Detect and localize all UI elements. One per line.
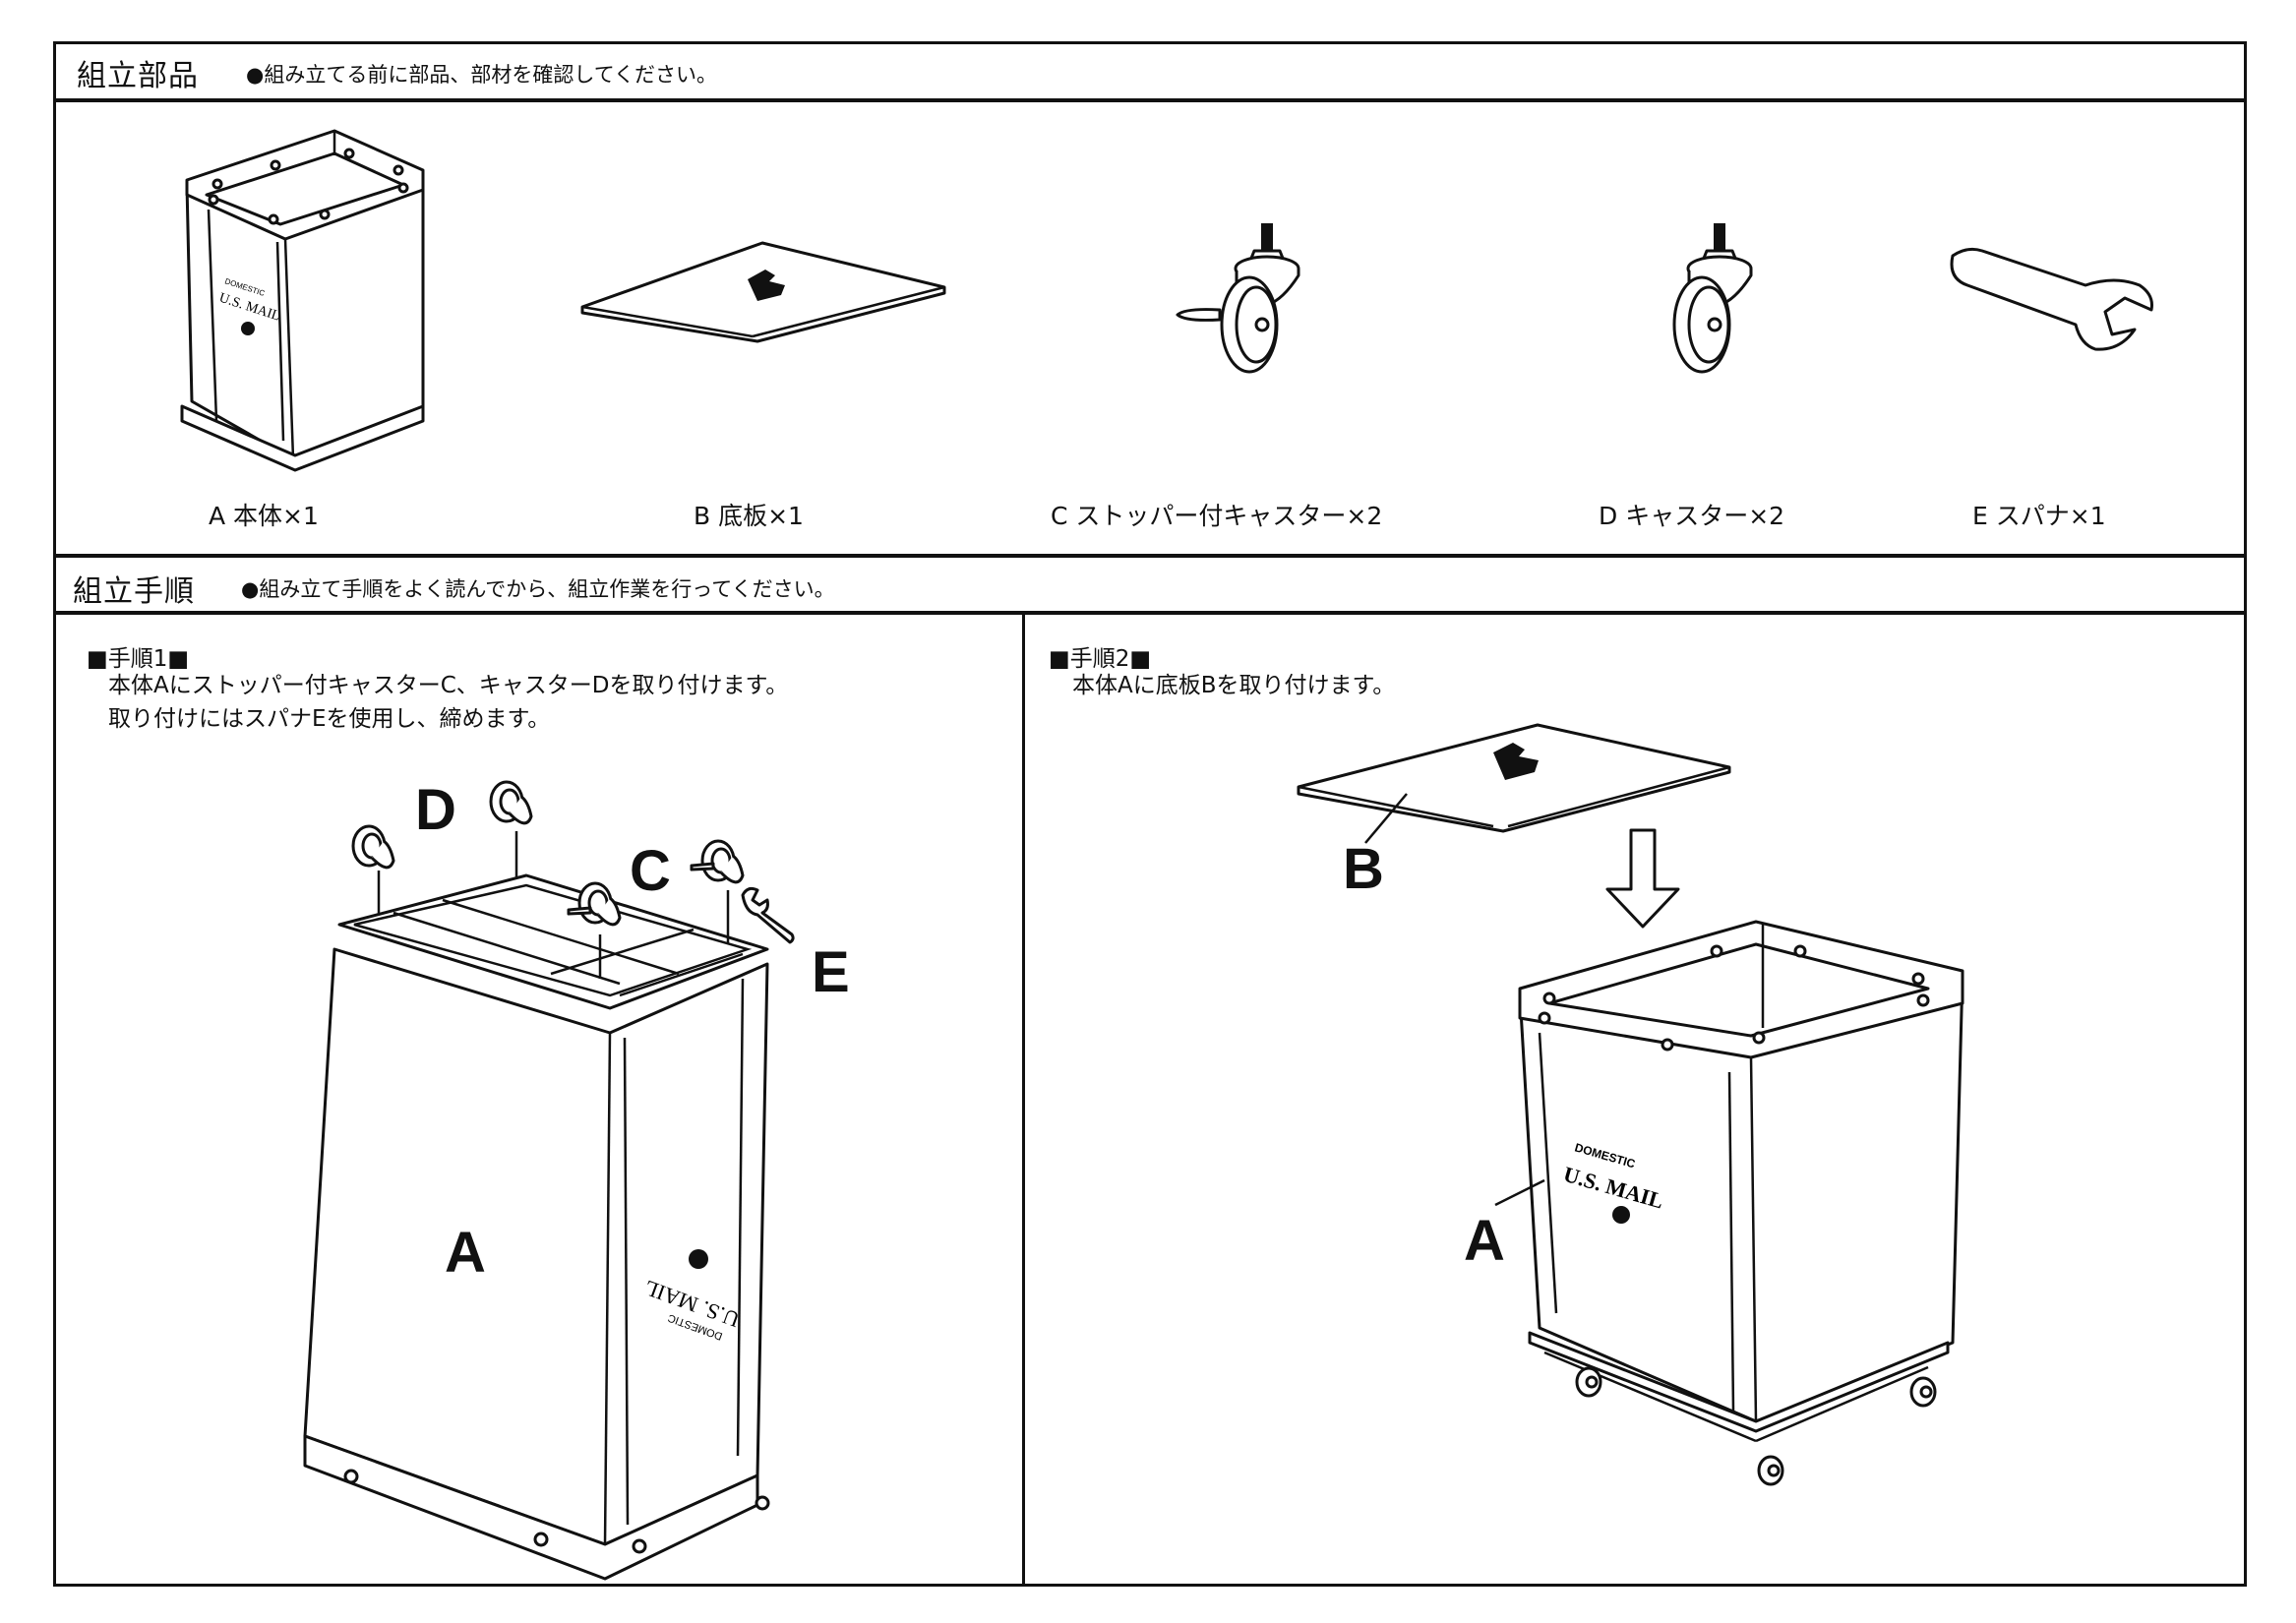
bin-opening <box>1547 942 1930 1038</box>
step-1-title: ■手順1■ <box>87 646 190 672</box>
part-e-wrench-illustration <box>1950 247 2153 351</box>
divider <box>53 554 2247 558</box>
down-arrow-icon <box>1605 828 1680 929</box>
bin-emblem <box>241 322 255 335</box>
part-b-board-illustration <box>580 241 946 343</box>
callout-b: B <box>1343 837 1384 901</box>
step-2-board-illustration <box>1297 723 1731 844</box>
callout-e: E <box>812 940 850 1004</box>
caster-bolt <box>1714 223 1725 251</box>
callout-d: D <box>415 778 456 842</box>
leader-line-b <box>1364 793 1408 844</box>
bin-emblem <box>689 1249 708 1269</box>
step-1-illustration: DOMESTIC U.S. MAIL <box>303 780 795 1581</box>
caster <box>1757 1455 1784 1486</box>
assembly-section-note: ●組み立て手順をよく読んでから、組立作業を行ってください。 <box>241 577 835 601</box>
assembly-section-title: 組立手順 <box>73 574 195 609</box>
part-label-b: B 底板×1 <box>694 502 804 530</box>
part-label-c: C ストッパー付キャスター×2 <box>1051 502 1383 530</box>
part-d-caster-illustration <box>1672 223 1753 374</box>
part-label-e: E スパナ×1 <box>1972 502 2106 530</box>
board-logo <box>1493 743 1539 780</box>
caster-d-2 <box>489 780 533 877</box>
page-frame <box>53 41 2247 1587</box>
bin-base-frame <box>180 404 425 472</box>
divider <box>53 98 2247 102</box>
parts-section-title: 組立部品 <box>77 59 199 93</box>
part-a-bin-illustration: DOMESTIC U.S. MAIL <box>180 129 425 472</box>
parts-section-note: ●組み立てる前に部品、部材を確認してください。 <box>246 63 718 87</box>
wrench-shape <box>1950 247 2153 351</box>
caster-d-1 <box>351 824 395 915</box>
bin-emblem <box>1612 1206 1630 1224</box>
caster-stopper-pedal <box>1176 308 1222 322</box>
step-2-title: ■手順2■ <box>1049 646 1152 672</box>
callout-a: A <box>445 1221 486 1285</box>
leader-line-a <box>1494 1178 1545 1207</box>
step-2-text: 本体Aに底板Bを取り付けます。 <box>1072 669 1395 702</box>
step-1-text: 本体Aにストッパー付キャスターC、キャスターDを取り付けます。 取り付けにはスパ… <box>108 669 788 736</box>
part-label-a: A 本体×1 <box>209 502 319 530</box>
step-1-line-1: 本体Aにストッパー付キャスターC、キャスターDを取り付けます。 <box>108 673 789 698</box>
callout-c: C <box>630 839 671 903</box>
inverted-bin-body <box>303 947 769 1546</box>
caster-c-1 <box>567 881 622 979</box>
divider <box>53 611 2247 615</box>
part-c-stopper-caster-illustration <box>1176 223 1300 374</box>
part-label-d: D キャスター×2 <box>1599 502 1785 530</box>
callout-a-step2: A <box>1464 1209 1505 1273</box>
board-plate <box>1297 723 1731 833</box>
caster-c-2 <box>690 839 745 944</box>
caster <box>1909 1376 1937 1408</box>
caster-bolt <box>1261 223 1273 251</box>
step-divider <box>1022 613 1025 1587</box>
step-2-line-1: 本体Aに底板Bを取り付けます。 <box>1072 673 1396 698</box>
caster <box>1575 1366 1602 1398</box>
base-frame <box>337 873 769 1010</box>
base-frame <box>1528 1331 1950 1433</box>
board-logo <box>748 270 785 301</box>
step-1-line-2: 取り付けにはスパナEを使用し、締めます。 <box>108 706 551 732</box>
wrench-e <box>741 886 795 944</box>
step-2-assembled-illustration: DOMESTIC U.S. MAIL <box>1494 920 1964 1486</box>
